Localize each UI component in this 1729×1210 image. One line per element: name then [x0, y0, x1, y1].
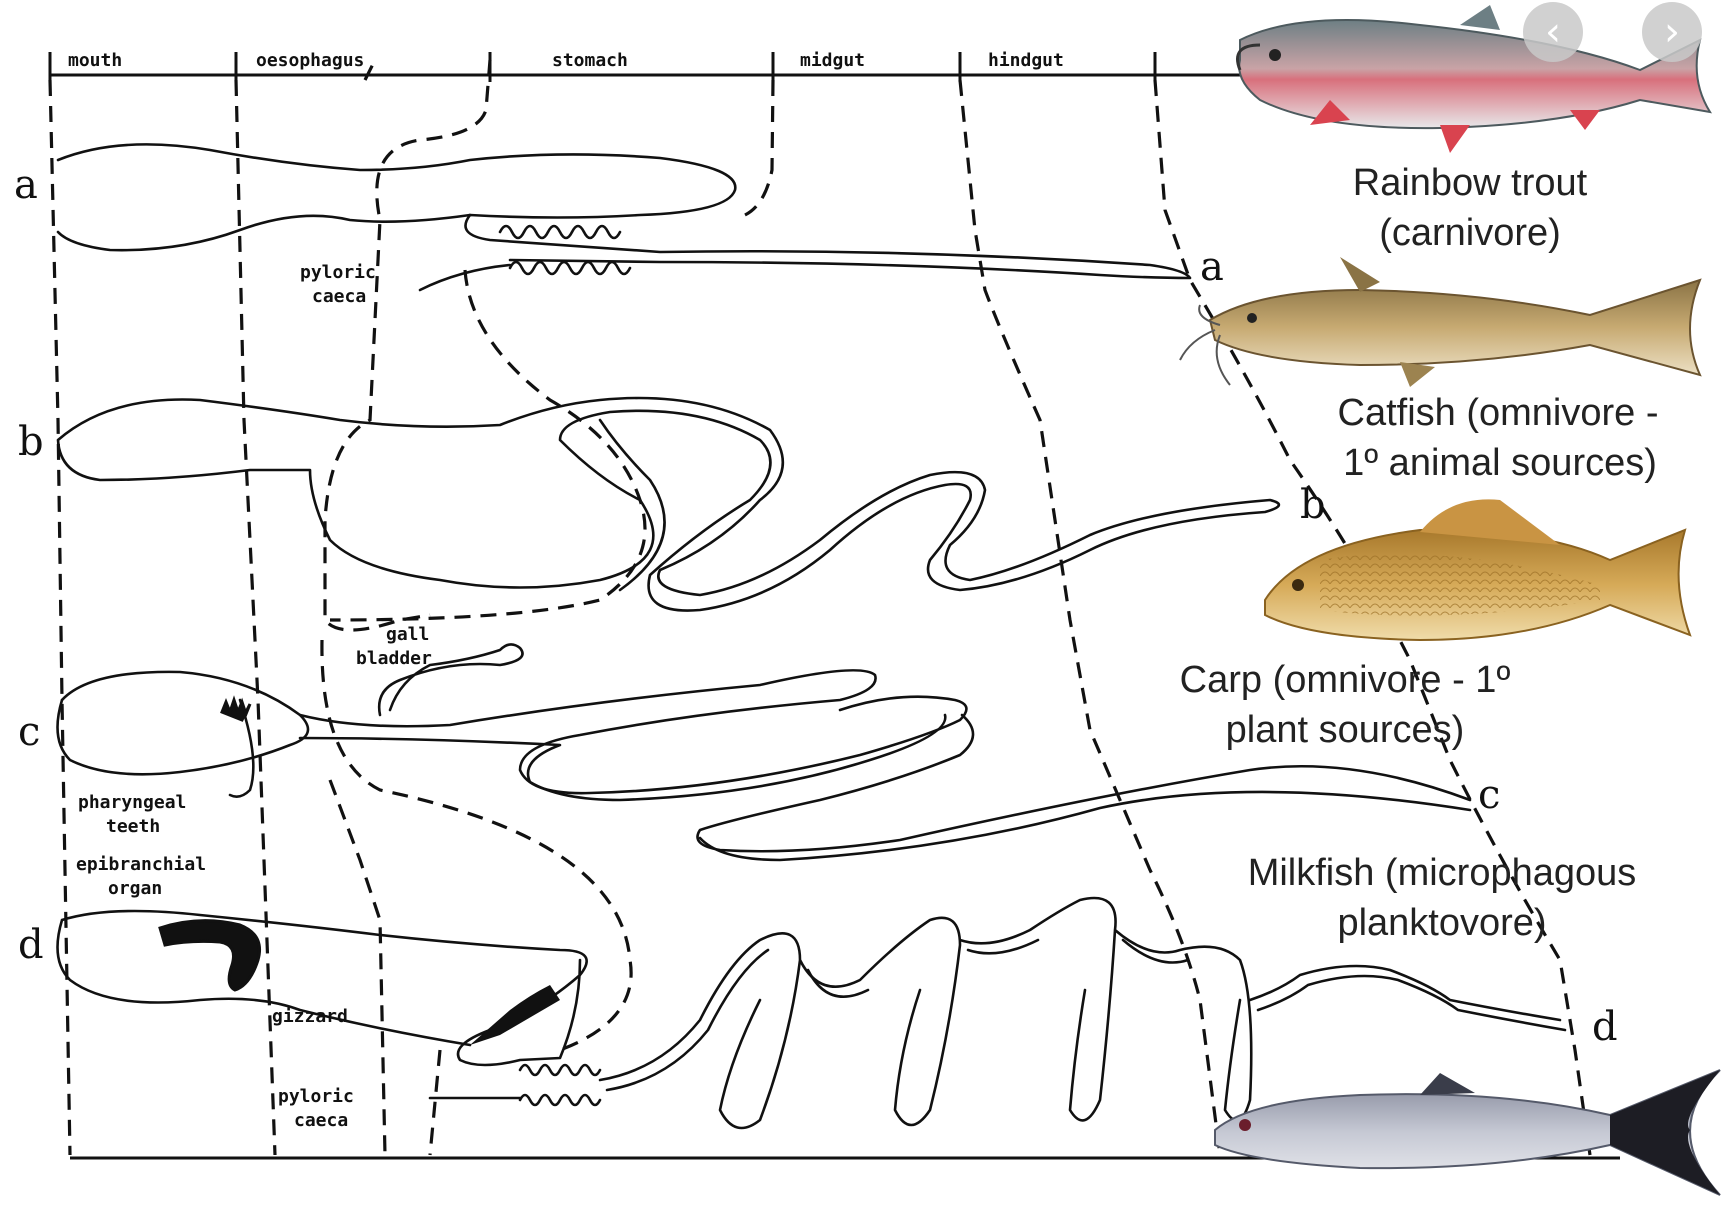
caption-trout-line2: (carnivore) [1379, 212, 1561, 254]
pyloric-caeca-label-d-line2: caeca [294, 1110, 348, 1131]
row-label-d: d [18, 922, 44, 968]
end-label-c: c [1478, 772, 1500, 818]
pyloric-caeca-label-a-line2: caeca [312, 286, 366, 307]
row-label-c: c [18, 709, 40, 755]
caption-catfish-line2: 1º animal sources) [1343, 442, 1657, 484]
top-axis: mouth oesophagus stomach midgut hindgut [50, 50, 1265, 82]
gizzard-label: gizzard [272, 1006, 348, 1027]
chevron-right-icon: › [1664, 9, 1680, 55]
previous-image-button[interactable]: ‹ [1523, 2, 1583, 62]
pyloric-caeca-label-a-line1: pyloric [300, 262, 376, 283]
gall-bladder-label-line2: bladder [356, 648, 432, 669]
caption-milkfish-line1: Milkfish (microphagous [1248, 852, 1637, 894]
row-label-b: b [18, 419, 44, 465]
end-label-d: d [1592, 1004, 1618, 1050]
row-label-a: a [14, 162, 38, 208]
section-label-hindgut: hindgut [988, 50, 1064, 71]
gall-bladder-label-line1: gall [386, 624, 429, 645]
end-label-a: a [1200, 244, 1224, 290]
section-label-stomach: stomach [552, 50, 628, 71]
pharyngeal-teeth-label-line1: pharyngeal [78, 792, 186, 813]
rainbow-trout-illustration [1238, 5, 1711, 153]
section-label-mouth: mouth [68, 50, 122, 71]
section-label-midgut: midgut [800, 50, 865, 71]
chevron-left-icon: ‹ [1545, 9, 1561, 55]
caption-carp-line2: plant sources) [1226, 709, 1465, 751]
caption-trout-line1: Rainbow trout [1353, 162, 1588, 204]
gut-trout: pyloric caeca a [58, 144, 1224, 307]
next-image-button[interactable]: › [1642, 2, 1702, 62]
caption-catfish-line1: Catfish (omnivore - [1338, 392, 1659, 434]
pharyngeal-teeth-label-line2: teeth [106, 816, 160, 837]
section-label-oesophagus: oesophagus [256, 50, 364, 71]
milkfish-illustration [1215, 1070, 1720, 1195]
catfish-illustration [1180, 257, 1700, 387]
caption-milkfish-line2: planktovore) [1337, 902, 1546, 944]
caption-carp-line1: Carp (omnivore - 1º [1180, 659, 1511, 701]
epibranchial-organ-label-line2: organ [108, 878, 162, 899]
pyloric-caeca-label-d-line1: pyloric [278, 1086, 354, 1107]
epibranchial-organ-label-line1: epibranchial [76, 854, 206, 875]
end-label-b: b [1300, 482, 1326, 528]
